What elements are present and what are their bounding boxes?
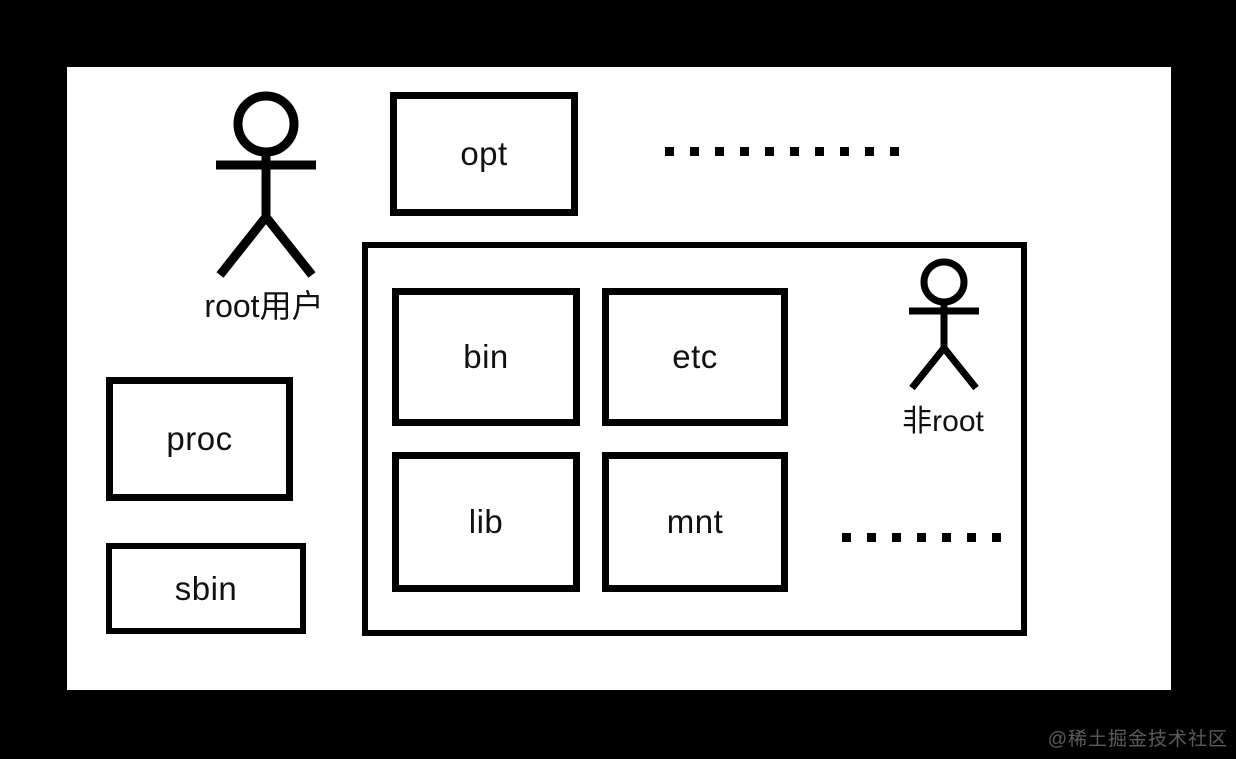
dot bbox=[790, 147, 799, 156]
dot bbox=[865, 147, 874, 156]
box-lib-label: lib bbox=[468, 503, 504, 540]
box-etc-label: etc bbox=[672, 338, 718, 375]
dot bbox=[690, 147, 699, 156]
box-opt[interactable]: opt bbox=[390, 92, 578, 216]
actor-root-user[interactable]: root用户 bbox=[200, 89, 332, 324]
watermark: @稀土掘金技术社区 bbox=[1047, 729, 1228, 750]
box-bin[interactable]: bin bbox=[392, 288, 580, 426]
actor-non-root-user[interactable]: 非root bbox=[898, 256, 990, 438]
box-proc-label: proc bbox=[166, 420, 233, 457]
box-mnt[interactable]: mnt bbox=[602, 452, 788, 592]
dot bbox=[842, 533, 851, 542]
box-bin-label: bin bbox=[463, 338, 509, 375]
dot bbox=[765, 147, 774, 156]
dot bbox=[917, 533, 926, 542]
box-proc[interactable]: proc bbox=[106, 377, 293, 501]
dot bbox=[867, 533, 876, 542]
dots-row-top bbox=[665, 147, 899, 156]
stick-figure-icon bbox=[909, 258, 979, 391]
dots-row-bottom bbox=[842, 533, 1001, 542]
dot bbox=[967, 533, 976, 542]
dot bbox=[840, 147, 849, 156]
actor-non-root-user-label: 非root bbox=[902, 405, 984, 438]
dot bbox=[890, 147, 899, 156]
dot bbox=[665, 147, 674, 156]
dot bbox=[815, 147, 824, 156]
box-sbin-label: sbin bbox=[174, 569, 238, 607]
dot bbox=[892, 533, 901, 542]
box-sbin[interactable]: sbin bbox=[106, 543, 306, 634]
box-lib[interactable]: lib bbox=[392, 452, 580, 592]
dot bbox=[740, 147, 749, 156]
dot bbox=[992, 533, 1001, 542]
dot bbox=[715, 147, 724, 156]
diagram-canvas: root用户 opt proc sbin bbox=[67, 67, 1171, 690]
box-etc[interactable]: etc bbox=[602, 288, 788, 426]
stick-figure-icon bbox=[216, 91, 316, 278]
box-mnt-label: mnt bbox=[666, 503, 724, 540]
dot bbox=[942, 533, 951, 542]
actor-root-user-label: root用户 bbox=[204, 288, 324, 324]
box-opt-label: opt bbox=[460, 135, 508, 172]
